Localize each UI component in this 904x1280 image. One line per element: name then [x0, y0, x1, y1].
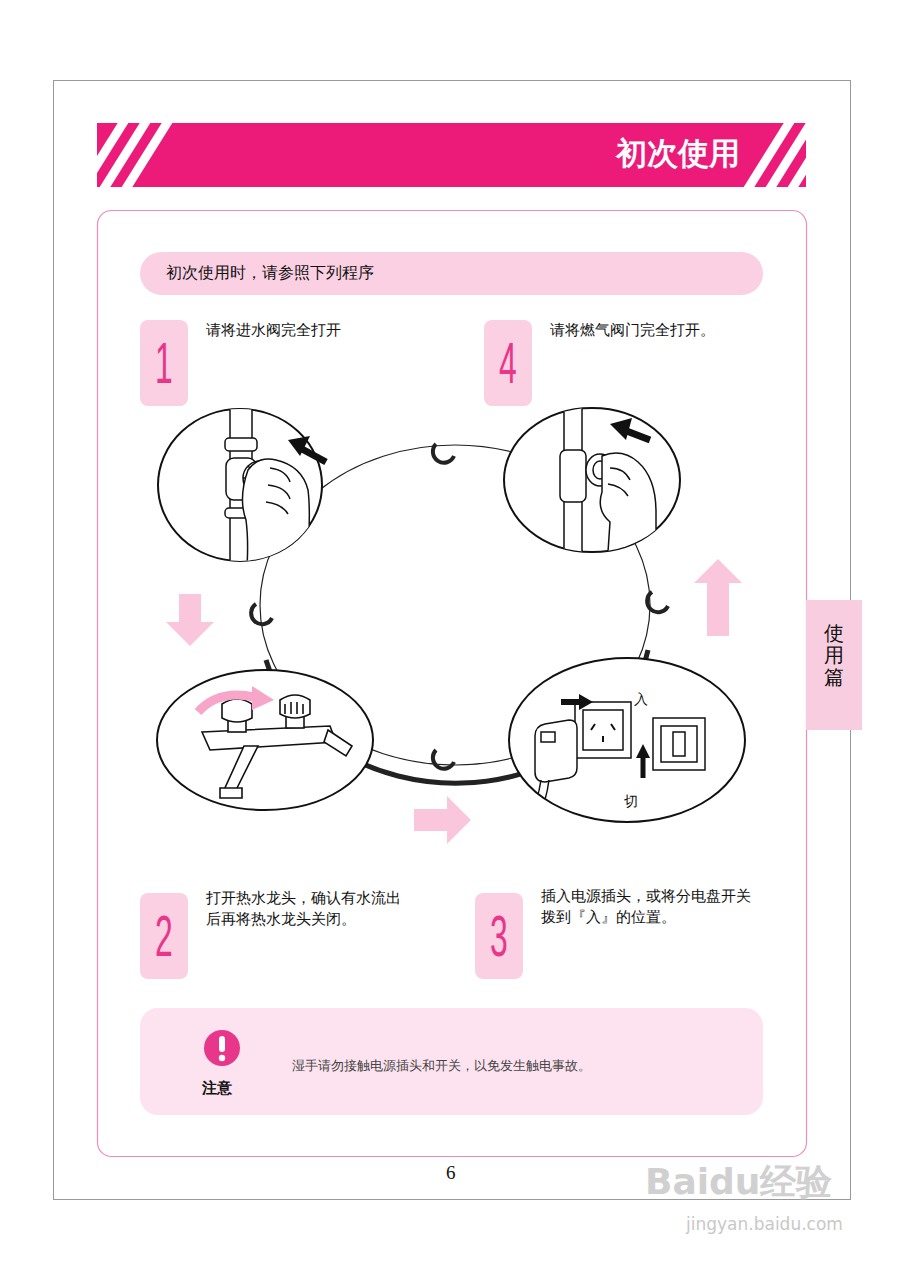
page-number: 6 — [446, 1160, 456, 1187]
step-text: 请将进水阀完全打开 — [206, 320, 456, 341]
flow-arrow — [166, 594, 214, 646]
water-valve-illustration — [140, 320, 460, 590]
page-title: 初次使用 — [560, 133, 740, 173]
flow-arrow — [414, 796, 471, 844]
step-3: 3 插入电源插头，或将分电盘开关拨到『入』的位置。 — [475, 640, 760, 985]
switch-off-label: 切 — [624, 792, 638, 812]
page-border — [54, 81, 851, 1200]
step-2: 2 打开热水龙头，确认有水流出后再将热水龙头关闭。 — [140, 650, 410, 985]
faucet-illustration — [140, 650, 410, 890]
step-4: 4 请将燃气阀门完全打开。 — [484, 320, 774, 555]
flow-arrow — [694, 559, 742, 636]
subheading-pill: 初次使用时，请参照下列程序 — [140, 252, 763, 295]
step-1: 1 请将进水阀完全打开 — [140, 320, 460, 590]
step-number: 1 — [151, 320, 177, 406]
step-number: 3 — [486, 893, 512, 979]
section-tab: 使用篇 — [806, 600, 862, 730]
step-number-box: 3 — [475, 893, 523, 979]
warning-icon — [202, 1028, 242, 1068]
switch-on-label: 入 — [634, 690, 648, 710]
power-plug-illustration — [475, 640, 760, 840]
title-banner — [78, 115, 838, 195]
caution-heading: 注意 — [202, 1078, 252, 1099]
step-number-box: 2 — [140, 893, 188, 979]
caution-text: 湿手请勿接触电源插头和开关，以免发生触电事故。 — [292, 1057, 742, 1075]
step-text: 插入电源插头，或将分电盘开关拨到『入』的位置。 — [541, 886, 751, 928]
step-number: 2 — [151, 893, 177, 979]
step-number-box: 4 — [484, 320, 532, 406]
section-tab-text: 使用篇 — [824, 622, 844, 688]
content-frame — [98, 211, 807, 1157]
caution-box: 注意 湿手请勿接触电源插头和开关，以免发生触电事故。 — [140, 1008, 763, 1115]
step-number-box: 1 — [140, 320, 188, 406]
subheading-text: 初次使用时，请参照下列程序 — [166, 262, 746, 284]
step-text: 请将燃气阀门完全打开。 — [550, 320, 765, 341]
step-number: 4 — [495, 320, 521, 406]
step-text: 打开热水龙头，确认有水流出后再将热水龙头关闭。 — [206, 888, 411, 930]
watermark-url: jingyan.baidu.com — [686, 1213, 843, 1237]
watermark: Baidu经验 — [645, 1160, 832, 1203]
